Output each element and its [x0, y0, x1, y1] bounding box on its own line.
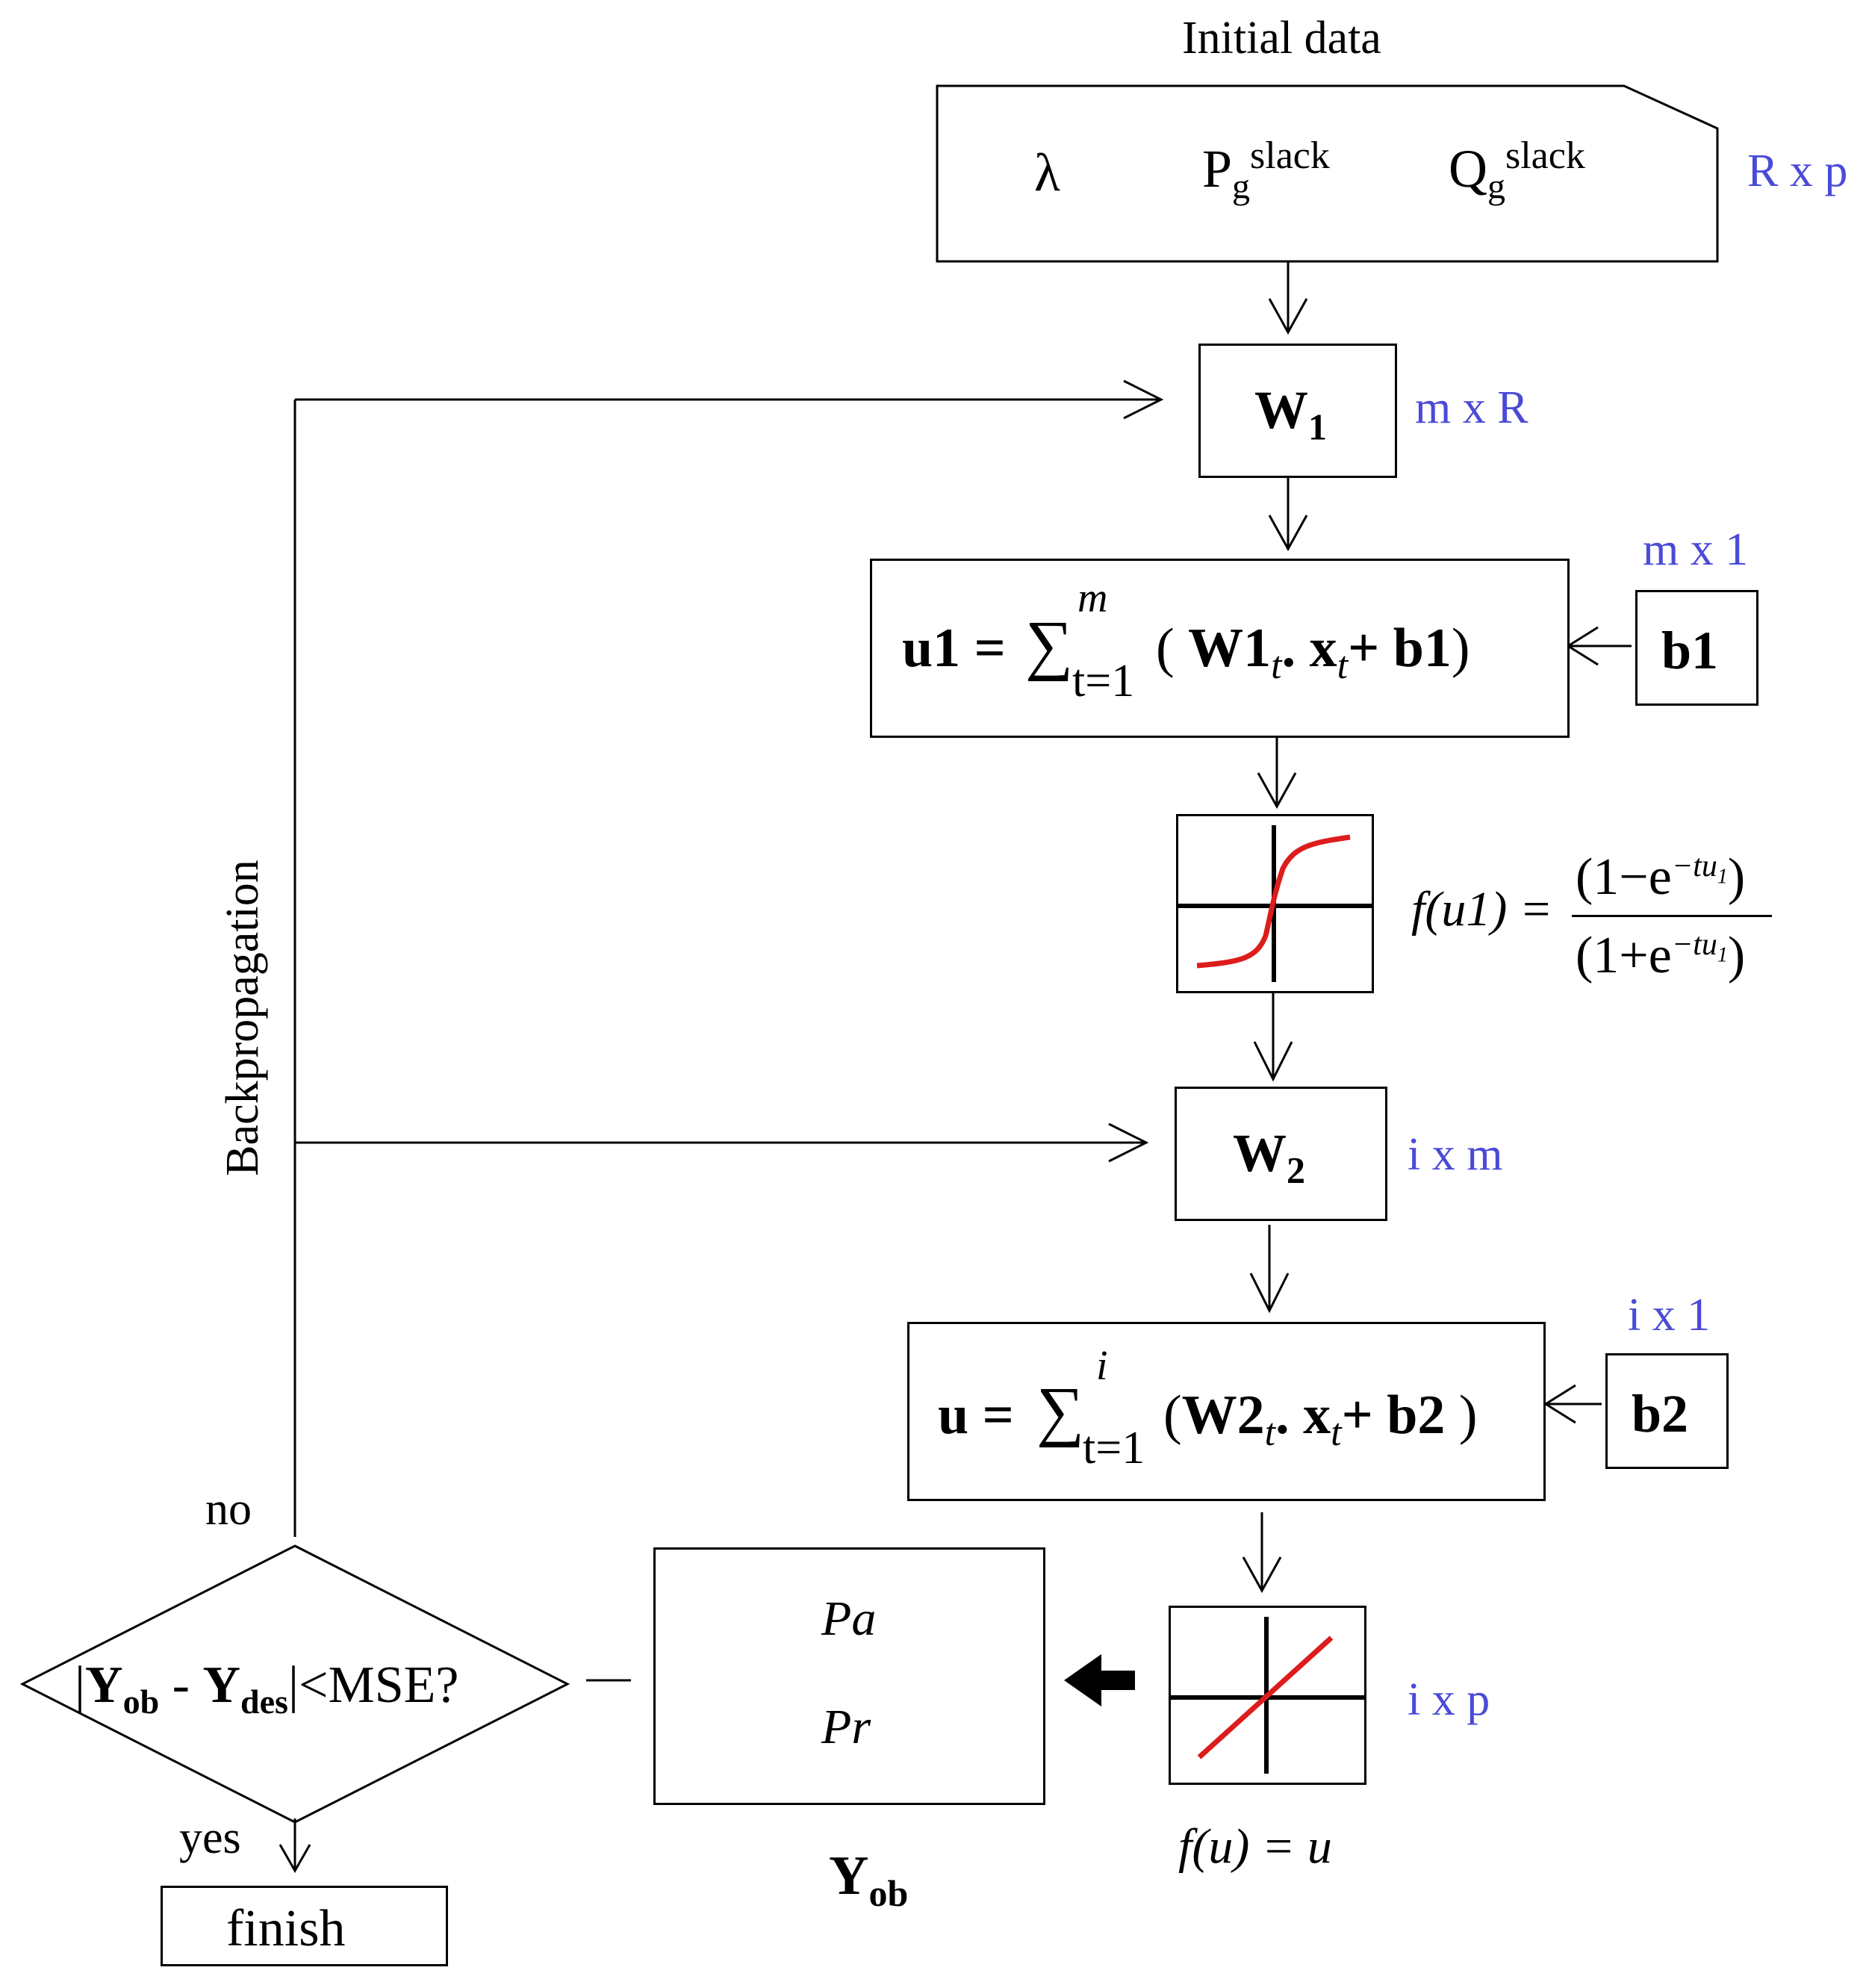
act1-lhs: f(u1) = — [1411, 882, 1553, 936]
sigmoid-curve — [1196, 834, 1351, 969]
b2-dim: i x 1 — [1628, 1290, 1711, 1341]
sum2-upper: i — [1096, 1343, 1108, 1389]
pg-slack-label: Pgslack — [1202, 134, 1330, 207]
sigmoid-graph — [1178, 825, 1372, 982]
linear-curve — [1197, 1636, 1334, 1759]
sum2-lower: t=1 — [1083, 1423, 1145, 1473]
b1-dim: m x 1 — [1643, 524, 1749, 575]
initial-data-dim: R x p — [1747, 146, 1848, 196]
sum1-sigma: ∑ — [1025, 608, 1074, 682]
sum2-sigma: ∑ — [1036, 1374, 1085, 1448]
b2-box: b2 — [1605, 1353, 1729, 1469]
qg-slack-label: Qgslack — [1449, 134, 1585, 207]
initial-data-box — [936, 84, 1719, 263]
activation2-box — [1169, 1606, 1366, 1785]
finish-label: finish — [226, 1900, 346, 1957]
w1-dim: m x R — [1415, 382, 1528, 433]
b1-box: b1 — [1635, 590, 1758, 706]
u-sum-box: u = ∑ i t=1 (W2t. xt+ b2 ) — [907, 1322, 1546, 1501]
finish-box: finish — [161, 1886, 448, 1966]
output-label: Yob — [829, 1845, 909, 1914]
b1-label: b1 — [1661, 621, 1719, 680]
output-pr: Pr — [821, 1700, 871, 1754]
u1-sum-box: u1 = ∑ m t=1 ( W1t. xt+ b1) — [870, 559, 1570, 738]
output-box: Pa Pr — [653, 1547, 1045, 1805]
decision-condition: |Yob - Ydes|<MSE? — [75, 1656, 459, 1721]
act1-numerator: (1−e−tu1) — [1576, 848, 1746, 906]
w1-box: W1 — [1198, 344, 1397, 478]
backprop-label: Backpropagation — [217, 860, 268, 1176]
act2-dim: i x p — [1408, 1674, 1490, 1725]
output-pa: Pa — [821, 1591, 877, 1646]
linear-graph — [1171, 1617, 1364, 1774]
initial-data-title: Initial data — [1182, 13, 1381, 63]
sum2-body: (W2t. xt+ b2 ) — [1163, 1385, 1478, 1454]
decision-diamond — [19, 1544, 570, 1824]
sum1-body: ( W1t. xt+ b1) — [1156, 618, 1470, 687]
w2-box: W2 — [1175, 1087, 1387, 1221]
sum1-lower: t=1 — [1072, 656, 1135, 706]
arrow-act2-to-output — [1064, 1654, 1135, 1706]
w2-dim: i x m — [1408, 1129, 1503, 1180]
act2-formula: f(u) = u — [1178, 1819, 1332, 1874]
w2-label: W2 — [1233, 1123, 1305, 1191]
act1-denominator: (1+e−tu1) — [1576, 927, 1746, 984]
u-lhs: u = — [938, 1385, 1014, 1446]
w1-label: W1 — [1254, 380, 1327, 448]
b2-label: b2 — [1632, 1384, 1689, 1444]
act1-fraction-bar — [1572, 915, 1772, 917]
decision-no-label: no — [205, 1484, 252, 1535]
activation1-box — [1176, 814, 1374, 993]
u1-lhs: u1 = — [902, 618, 1006, 679]
sum1-upper: m — [1077, 575, 1108, 621]
decision-yes-label: yes — [179, 1813, 241, 1863]
lambda-symbol: λ — [1034, 143, 1060, 202]
